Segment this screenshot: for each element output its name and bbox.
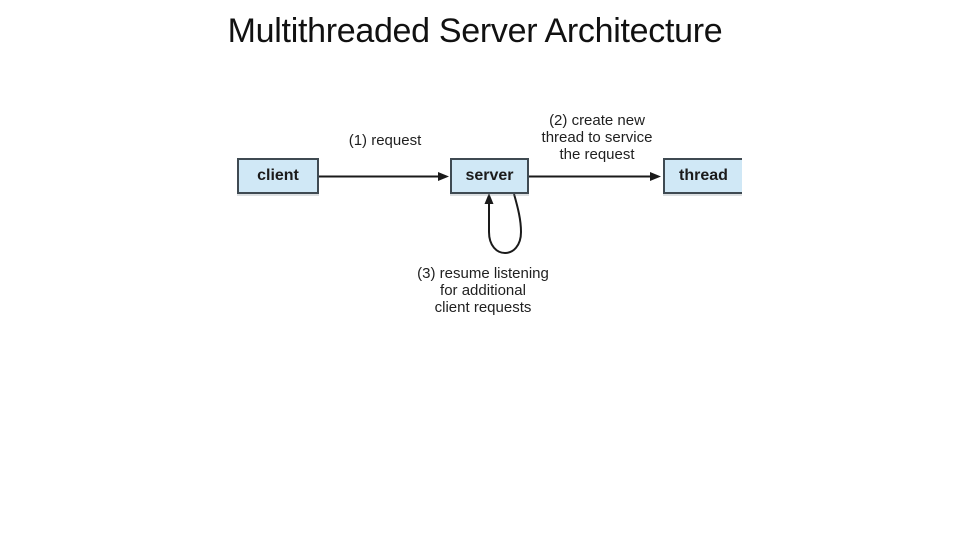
thread-box: thread [663,158,742,194]
annotation-step1-request: (1) request [348,132,422,149]
resume-loop-arrow [484,193,523,254]
request-arrow [319,172,449,181]
create-thread-arrow [529,172,661,181]
server-box: server [450,158,529,194]
arrowhead-icon [438,172,449,181]
arrowhead-icon [650,172,661,181]
client-box: client [237,158,319,194]
annotation-step3-resume-listening: (3) resume listening for additional clie… [417,265,549,316]
annotation-step2-create-thread: (2) create new thread to service the req… [541,112,653,163]
server-box-label: server [465,167,514,184]
client-box-label: client [257,167,299,184]
thread-box-label: thread [679,167,728,184]
slide-title: Multithreaded Server Architecture [227,12,723,50]
arrowhead-icon [484,193,494,204]
